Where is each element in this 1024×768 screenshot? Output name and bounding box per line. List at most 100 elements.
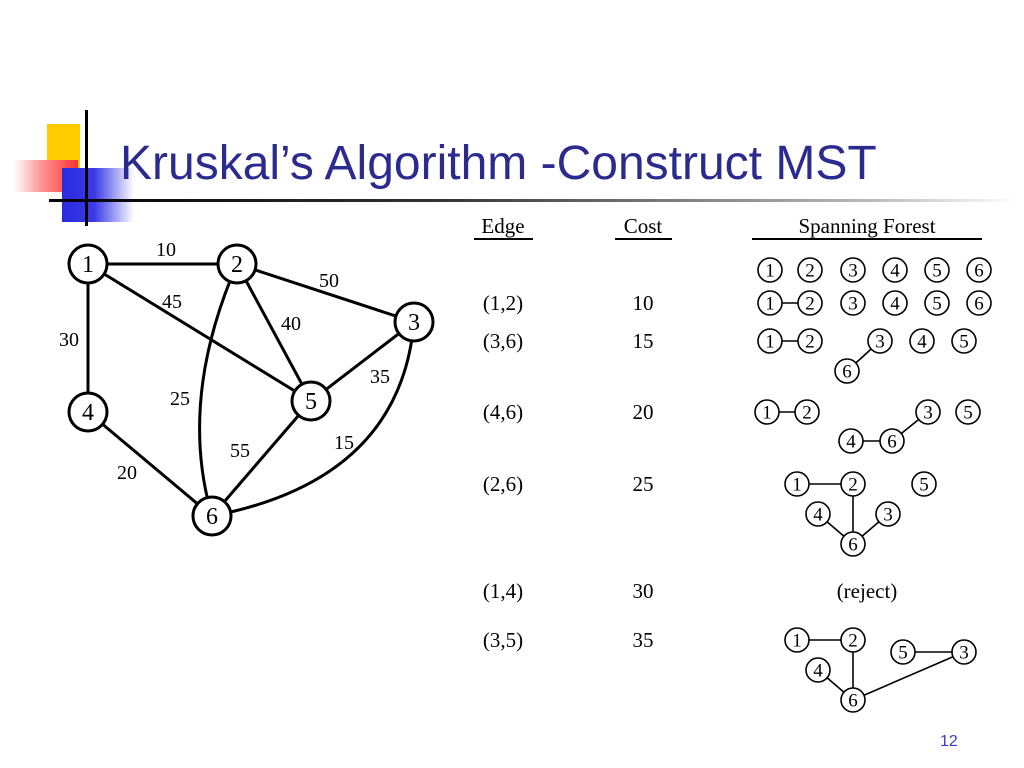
- graph-edge-2-5: [235, 263, 313, 402]
- forest-node-label: 5: [963, 403, 973, 424]
- graph-node-5: [290, 380, 332, 422]
- graph-edge-2-3: [236, 262, 415, 324]
- forest-node-label: 6: [848, 691, 858, 712]
- forest-node: [757, 290, 783, 316]
- title-underline: [49, 199, 1019, 202]
- forest-node: [784, 627, 810, 653]
- forest-node-label: 2: [848, 631, 858, 652]
- forest-node: [924, 290, 950, 316]
- row-cost: 35: [633, 628, 654, 652]
- forest-node: [784, 471, 810, 497]
- forest-node-label: 5: [932, 261, 942, 282]
- graph-node-2: [216, 243, 258, 285]
- graph-edge-5-6: [210, 400, 313, 517]
- forest-node: [840, 627, 866, 653]
- forest-node-label: 1: [762, 403, 772, 424]
- forest-node: [882, 290, 908, 316]
- edge-weight-2-5: 40: [281, 313, 301, 335]
- forest-node: [879, 428, 905, 454]
- forest-node: [838, 428, 864, 454]
- forest-step-3: 1 2 3 4 5 6: [757, 328, 977, 384]
- decor-vertical-line: [85, 110, 88, 226]
- graph-node-label-2: 2: [231, 252, 243, 278]
- forest-node-label: 4: [917, 332, 927, 353]
- graph-edge-3-6: [211, 321, 416, 518]
- forest-node: [840, 531, 866, 557]
- row-cost: 20: [633, 400, 654, 424]
- forest-node-label: 1: [765, 332, 775, 353]
- forest-node-label: 3: [848, 294, 858, 315]
- graph-node-6: [191, 495, 233, 537]
- forest-node: [951, 328, 977, 354]
- forest-node: [867, 328, 893, 354]
- forest-node-label: 2: [805, 332, 815, 353]
- forest-node-label: 4: [846, 432, 856, 453]
- header-cost: Cost: [624, 214, 663, 238]
- forest-node: [875, 501, 901, 527]
- forest-node-label: 6: [974, 261, 984, 282]
- slide-number: 12: [940, 733, 958, 750]
- forest-node: [915, 399, 941, 425]
- forest-node-label: 3: [875, 332, 885, 353]
- edge-weight-2-3: 50: [319, 270, 339, 292]
- graph-edge-1-5: [87, 262, 312, 403]
- forest-node-label: 4: [813, 661, 823, 682]
- graph-node-label-3: 3: [408, 310, 420, 336]
- forest-node: [840, 257, 866, 283]
- forest-node-label: 2: [805, 261, 815, 282]
- forest-node: [966, 290, 992, 316]
- forest-node: [951, 639, 977, 665]
- row-edge: (1,2): [483, 291, 523, 315]
- graph-node-label-4: 4: [82, 400, 94, 426]
- slide-title: Kruskal’s Algorithm -Construct MST: [120, 137, 877, 190]
- row-cost: 30: [633, 579, 654, 603]
- graph-node-1: [67, 243, 109, 285]
- edge-weight-4-6: 20: [117, 462, 137, 484]
- forest-node: [924, 257, 950, 283]
- row-edge: (3,6): [483, 329, 523, 353]
- forest-node: [757, 328, 783, 354]
- forest-node: [890, 639, 916, 665]
- forest-node: [805, 501, 831, 527]
- forest-node: [955, 399, 981, 425]
- edge-weight-1-2: 10: [156, 239, 176, 261]
- graph-edge-3-5: [310, 320, 415, 403]
- graph-node-label-6: 6: [206, 504, 218, 530]
- row-cost: 10: [633, 291, 654, 315]
- forest-node-label: 5: [898, 643, 908, 664]
- graph-edge-4-6: [87, 410, 213, 518]
- edge-weight-3-6: 15: [334, 432, 354, 454]
- graph-node-3: [393, 301, 435, 343]
- graph-edge-2-6: [198, 263, 239, 517]
- header-spanning-forest: Spanning Forest: [798, 214, 935, 238]
- edge-weight-2-6: 25: [170, 388, 190, 410]
- forest-node-label: 1: [792, 475, 802, 496]
- graph-node-4: [67, 391, 109, 433]
- forest-node-label: 6: [842, 362, 852, 383]
- forest-node: [797, 328, 823, 354]
- edge-weight-5-6: 55: [230, 440, 250, 462]
- forest-node-label: 2: [848, 475, 858, 496]
- forest-node-label: 1: [765, 261, 775, 282]
- forest-node-label: 5: [932, 294, 942, 315]
- forest-node-label: 2: [805, 294, 815, 315]
- graph-node-label-5: 5: [305, 389, 317, 415]
- forest-node-label: 6: [848, 535, 858, 556]
- forest-node-label: 4: [890, 261, 900, 282]
- edge-weight-1-5: 45: [162, 291, 182, 313]
- forest-node: [911, 471, 937, 497]
- forest-edge: [852, 651, 965, 701]
- forest-node: [840, 290, 866, 316]
- forest-node-label: 3: [883, 505, 893, 526]
- forest-node-label: 4: [890, 294, 900, 315]
- forest-node-label: 5: [959, 332, 969, 353]
- graph-node-label-1: 1: [82, 252, 94, 278]
- forest-node: [805, 657, 831, 683]
- row-edge: (1,4): [483, 579, 523, 603]
